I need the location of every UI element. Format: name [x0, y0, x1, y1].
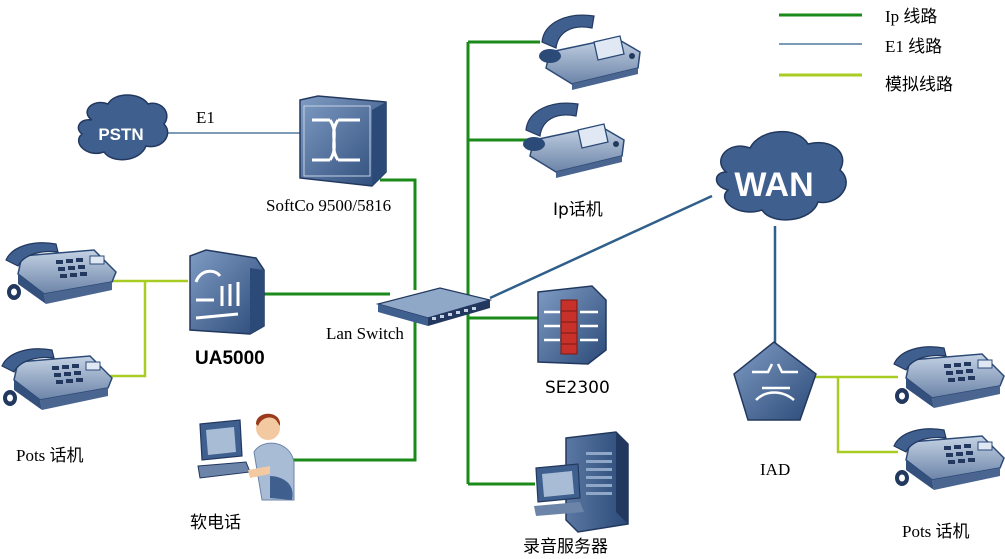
ip-line-softco-switch	[380, 178, 417, 290]
analog-line-pots-left	[105, 281, 147, 378]
pots-phone-left-top	[5, 242, 117, 305]
pots-right-label: Pots 话机	[902, 522, 970, 541]
soft-phone-label: 软电话	[190, 513, 241, 533]
analog-line-pots-right	[836, 377, 898, 454]
se2300-device	[537, 285, 607, 365]
ua5000-label: UA5000	[195, 348, 265, 369]
pots-phone-right-bottom	[893, 428, 1005, 491]
legend-label-e1: E1 线路	[885, 37, 942, 56]
pots-phone-left-bottom	[1, 348, 113, 411]
pots-left-label: Pots 话机	[16, 446, 84, 465]
pstn-cloud: PSTN	[77, 94, 169, 161]
firewall-icon	[560, 299, 578, 355]
pots-phone-right-top	[893, 346, 1005, 409]
ip-line-softphone-switch	[283, 318, 417, 462]
lan-switch-device	[375, 287, 493, 326]
wan-cloud: WAN	[715, 131, 847, 221]
iad-label: IAD	[760, 460, 790, 479]
wan-label: WAN	[734, 166, 813, 204]
softco-device	[299, 95, 387, 187]
ip-phone-top	[538, 14, 641, 91]
wan-line-switch	[489, 194, 713, 300]
person-head	[256, 416, 280, 440]
e1-link-label: E1	[196, 108, 215, 127]
soft-phone-device	[197, 413, 295, 501]
lan-switch-label: Lan Switch	[326, 324, 404, 343]
softco-label: SoftCo 9500/5816	[266, 196, 391, 215]
legend-label-ip: Ip 线路	[885, 7, 937, 26]
recorder-server-device	[534, 431, 629, 533]
connection-lines	[105, 40, 898, 486]
recorder-label: 录音服务器	[523, 537, 608, 557]
iad-device	[733, 341, 817, 421]
pstn-label: PSTN	[98, 125, 143, 144]
se2300-label: SE2300	[545, 378, 610, 398]
legend-label-analog: 模拟线路	[885, 75, 953, 95]
legend: Ip 线路 E1 线路 模拟线路	[779, 7, 953, 95]
ua5000-device	[189, 249, 265, 335]
ip-phone-bottom	[522, 102, 625, 179]
ip-phones-label: Ip话机	[553, 200, 603, 220]
